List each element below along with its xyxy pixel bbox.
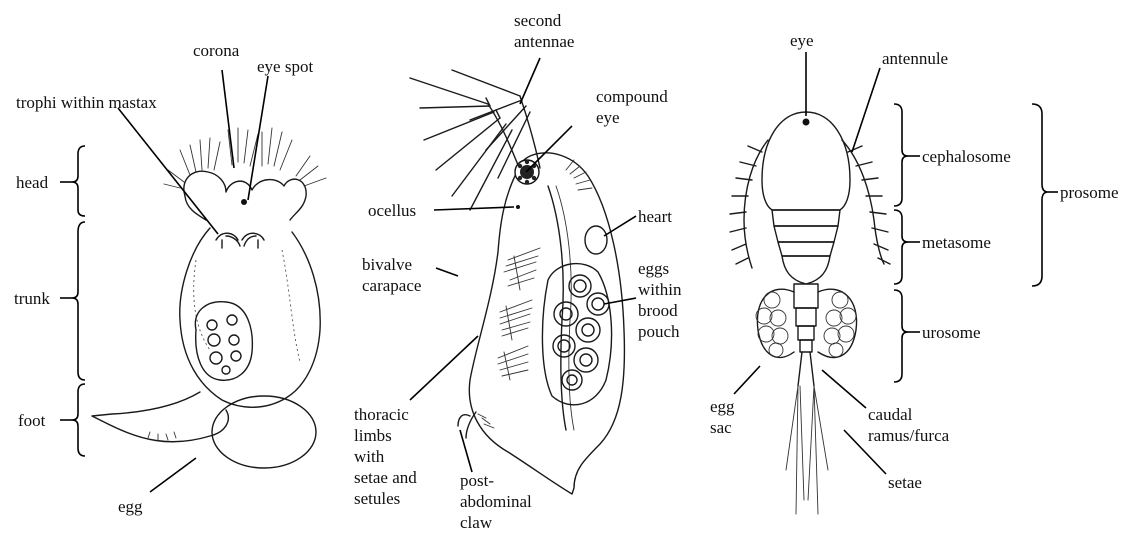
label-eye: eye	[790, 30, 814, 51]
thoracic-limbs-leader	[410, 336, 478, 400]
label-setae: setae	[888, 472, 922, 493]
cladoceran-heart	[585, 226, 607, 254]
copepod-urosome	[794, 284, 818, 308]
cladoceran-antennae	[410, 70, 540, 210]
label-foot: foot	[18, 410, 45, 431]
label-prosome: prosome	[1060, 182, 1119, 203]
label-ocellus: ocellus	[368, 200, 416, 221]
copepod-caudal-ramus	[798, 352, 814, 386]
antennule-leader	[852, 68, 880, 152]
prosome-bracket	[1032, 104, 1048, 286]
rotifer-eye-spot	[241, 199, 247, 205]
label-thoracic-limbs: thoracic limbs with setae and setules	[354, 404, 417, 509]
label-egg: egg	[118, 496, 143, 517]
label-head: head	[16, 172, 48, 193]
label-second-antennae: second antennae	[514, 10, 574, 52]
label-corona: corona	[193, 40, 239, 61]
label-compound-eye: compound eye	[596, 86, 668, 128]
label-urosome: urosome	[922, 322, 981, 343]
copepod-antennules	[730, 140, 890, 268]
cladoceran-ocellus	[516, 205, 520, 209]
label-metasome: metasome	[922, 232, 991, 253]
rotifer-head-bracket	[72, 146, 85, 216]
label-eye-spot: eye spot	[257, 56, 313, 77]
copepod-cephalosome	[762, 112, 850, 210]
copepod-metasome	[772, 210, 840, 226]
eye-spot-leader	[248, 76, 268, 200]
corona-leader	[222, 70, 234, 168]
label-caudal-ramus: caudal ramus/furca	[868, 404, 949, 446]
ocellus-leader	[434, 207, 514, 210]
rotifer-ovary	[195, 302, 252, 381]
rotifer-foot	[92, 392, 228, 442]
egg-leader	[150, 458, 196, 492]
egg-sac-leader	[734, 366, 760, 394]
metasome-bracket	[894, 210, 908, 284]
copepod-egg-sac-left	[757, 289, 794, 357]
label-cephalosome: cephalosome	[922, 146, 1011, 167]
copepod-setae	[786, 386, 828, 514]
rotifer-drawing	[60, 70, 326, 492]
label-post-abdominal-claw: post- abdominal claw	[460, 470, 532, 533]
rotifer-foot-bracket	[72, 384, 85, 456]
cephalosome-bracket	[894, 104, 908, 206]
label-bivalve-carapace: bivalve carapace	[362, 254, 421, 296]
second-antennae-leader	[520, 58, 540, 104]
label-egg-sac: egg sac	[710, 396, 735, 438]
rotifer-head	[184, 171, 306, 220]
label-antennule: antennule	[882, 48, 948, 69]
compound-eye-leader	[526, 126, 572, 172]
rotifer-mastax	[216, 233, 264, 248]
cladoceran-carapace	[469, 153, 624, 494]
caudal-ramus-leader	[822, 370, 866, 408]
label-heart: heart	[638, 206, 672, 227]
cladoceran-thoracic-limbs	[498, 248, 540, 380]
bivalve-carapace-leader	[436, 268, 458, 276]
rotifer-trunk	[180, 228, 320, 407]
label-trunk: trunk	[14, 288, 50, 309]
label-eggs-brood-pouch: eggs within brood pouch	[638, 258, 681, 342]
rotifer-corona-cilia	[164, 128, 326, 188]
rotifer-trunk-bracket	[72, 222, 85, 380]
copepod-eye	[803, 119, 810, 126]
label-trophi: trophi within mastax	[16, 92, 157, 113]
urosome-bracket	[894, 290, 908, 382]
